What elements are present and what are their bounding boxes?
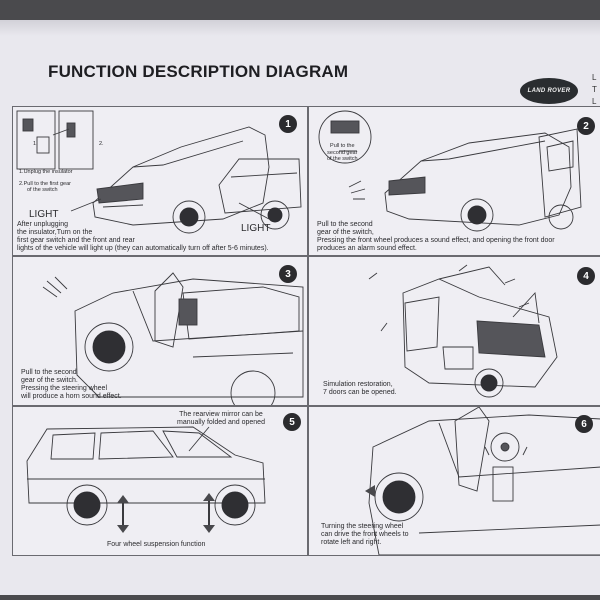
caption-line: Simulation restoration, [323,381,393,388]
caption-line: produces an alarm sound effect. [317,245,417,252]
light-label: LIGHT [241,223,271,234]
switch-note-line: Pull to the [330,143,355,149]
steering-illustration [365,407,600,555]
panel-caption: Turning the steering wheel can drive the… [321,523,409,547]
panel-1-lights: 1 1. 2. 1.Unplug the insulator 2.Pull to… [12,106,308,256]
panel-4-doors: 4 Simulation restoration, 7 doors can be… [308,256,600,406]
inset-line: 1.Unplug the insulator [19,169,73,175]
step-mark: 1. [33,141,38,147]
caption-line: first gear switch and the front and rear [17,237,135,244]
land-rover-logo: LAND ROVER [520,78,578,104]
caption-line: Pull to the second [317,221,373,228]
panel-6-steering: 6 Turning the steering wheel can drive t… [308,406,600,556]
edge-text: L T L [592,72,597,108]
caption-line: will produce a horn sound effect. [21,393,122,400]
open-doors-illustration [368,264,558,398]
caption-line: Turning the steering wheel [321,523,404,530]
car-horn-illustration [42,272,304,405]
panel-caption: After unplugging the insulator,Turn on t… [17,221,269,253]
inset-line: of the switch [27,187,58,193]
logo-text: LAND ROVER [527,88,571,94]
switch-note-line: second gear [327,149,358,156]
panel-caption: Pull to the second gear of the switch, P… [317,221,555,253]
caption-line: rotate left and right. [321,539,382,546]
car-door-sound-illustration [318,110,582,232]
inset-line: 2.Pull to the first gear [19,180,71,187]
caption-line: gear of the switch, [317,229,374,236]
edge-line: L [592,97,597,106]
panel-caption: Four wheel suspension function [107,541,206,548]
step-number-badge: 2 [577,117,595,135]
panel-5-suspension: 5 The rearview mirror can be manually fo… [12,406,308,556]
edge-line: T [592,85,597,94]
panel-caption: Pull to the second gear of the switch. P… [21,369,122,401]
step-number-badge: 5 [283,413,301,431]
suspension-illustration [26,426,266,533]
mirror-note: The rearview mirror can be manually fold… [177,411,265,427]
caption-line: After unplugging [17,221,68,228]
step-mark: 2. [99,141,104,147]
step-number-badge: 6 [575,415,593,433]
light-label: LIGHT [29,209,59,220]
step-number-badge: 3 [279,265,297,283]
page-title: FUNCTION DESCRIPTION DIAGRAM [48,62,349,81]
caption-line: lights of the vehicle will light up (the… [17,245,269,252]
mirror-note-line: manually folded and opened [177,419,265,426]
caption-line: Pressing the front wheel produces a soun… [317,237,555,244]
panel-3-horn: 3 Pull to the second gear of the switch.… [12,256,308,406]
caption-line: the insulator,Turn on the [17,229,93,236]
caption-line: gear of the switch. [21,377,78,384]
inset-instructions: 1.Unplug the insulator 2.Pull to the fir… [19,169,73,194]
step-number-badge: 1 [279,115,297,133]
step-number-badge: 4 [577,267,595,285]
caption-line: 7 doors can be opened. [323,389,397,396]
car-lights-illustration [16,110,302,234]
edge-line: L [592,73,597,82]
caption-line: can drive the front wheels to [321,531,409,538]
switch-note: Pull to the second gear of the switch [327,143,358,163]
mirror-note-line: The rearview mirror can be [179,411,263,418]
caption-line: Pressing the steering wheel [21,385,107,392]
switch-note-line: of the switch [327,156,358,162]
caption-line: Pull to the second [21,369,77,376]
panel-caption: Simulation restoration, 7 doors can be o… [323,381,397,397]
panel-2-sound: 2 Pull to the second gear of the switch … [308,106,600,256]
